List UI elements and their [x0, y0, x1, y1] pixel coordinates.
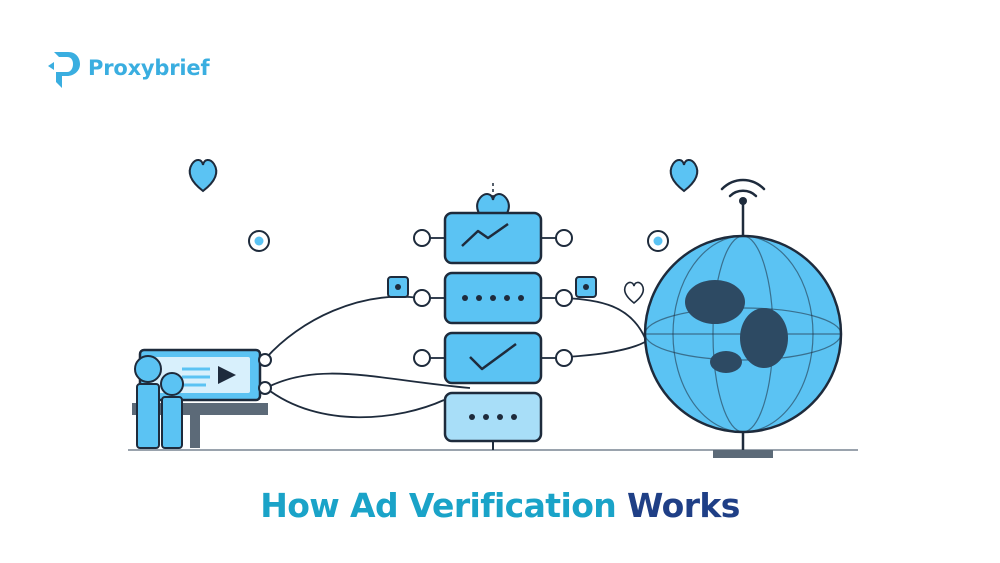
connector-line [564, 297, 646, 339]
outline-heart-icon [623, 281, 645, 305]
proxybrief-p-logo-icon [48, 52, 80, 88]
brand-name: Proxybrief [88, 56, 210, 80]
checkmark-icon [469, 342, 517, 371]
connector-line [265, 372, 471, 389]
brand-logo: Proxybrief [46, 46, 210, 90]
wifi-signal-icon [720, 178, 766, 198]
heart-icon [669, 159, 699, 193]
page-title: How Ad Verification Works [0, 486, 1000, 525]
title-rest: Works [627, 486, 740, 525]
password-dots [462, 295, 524, 301]
presenter-screen-icon [132, 348, 272, 449]
title-highlight: How Ad Verification [260, 486, 617, 525]
connector-line [265, 295, 421, 359]
globe-icon [643, 178, 843, 458]
target-dot-icon [647, 230, 669, 252]
heart-icon [188, 159, 218, 193]
continent-shape [685, 280, 745, 324]
square-node-icon [387, 276, 409, 298]
server-stack-icon [413, 183, 573, 450]
play-icon [218, 366, 236, 384]
square-node-icon [575, 276, 597, 298]
connector-line [564, 341, 646, 358]
password-dots [469, 414, 517, 420]
continent-shape [740, 308, 788, 368]
connector-line [265, 387, 445, 419]
continent-shape [710, 351, 742, 373]
target-dot-icon [248, 230, 270, 252]
trend-chart-icon [461, 222, 509, 247]
